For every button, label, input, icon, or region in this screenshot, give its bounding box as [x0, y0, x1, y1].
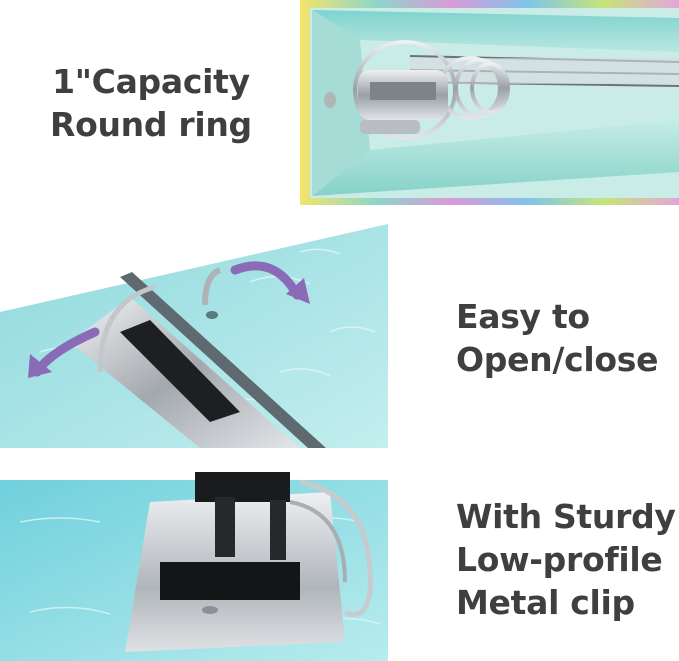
caption-line: Low-profile [456, 540, 663, 579]
caption-line: Metal clip [456, 583, 635, 622]
open-close-caption: Easy to Open/close [456, 295, 658, 381]
metal-clip-photo [0, 462, 388, 661]
caption-line: Easy to [456, 297, 590, 336]
caption-line: Open/close [456, 340, 659, 379]
caption-line: Round ring [50, 105, 252, 144]
ring-capacity-photo [300, 0, 679, 205]
caption-line: 1"Capacity [52, 62, 250, 101]
metal-clip-caption: With Sturdy Low-profile Metal clip [456, 495, 676, 624]
open-close-photo [0, 222, 388, 448]
caption-line: With Sturdy [456, 497, 676, 536]
ring-capacity-caption: 1"Capacity Round ring [50, 60, 252, 146]
